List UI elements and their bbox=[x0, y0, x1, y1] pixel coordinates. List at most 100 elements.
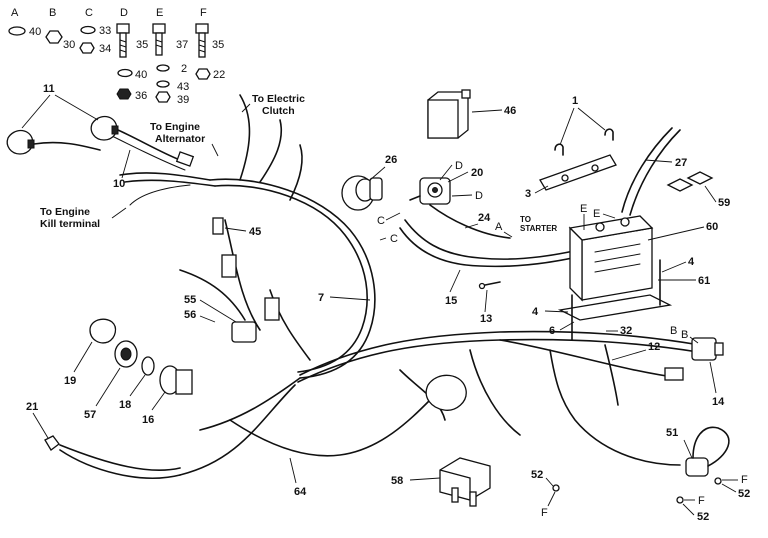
callout-4-right: 4 bbox=[688, 256, 695, 268]
clips-52 bbox=[552, 477, 722, 504]
battery-hold-down-3 bbox=[539, 154, 617, 191]
legend-col-e: E bbox=[156, 7, 163, 19]
to-electric-clutch-line1: To Electric bbox=[252, 93, 305, 105]
ref-f-b: F bbox=[741, 474, 748, 486]
callout-4-left: 4 bbox=[532, 306, 539, 318]
to-electric-clutch-line2: Clutch bbox=[262, 105, 295, 117]
hardware-legend: A B C D E F 40 30 33 34 35 bbox=[8, 7, 225, 106]
legend-item-2: 2 bbox=[181, 63, 187, 75]
legend-col-d: D bbox=[120, 7, 128, 19]
callout-1: 1 bbox=[572, 95, 578, 107]
legend-col-c: C bbox=[85, 7, 93, 19]
main-harness bbox=[59, 94, 701, 479]
callout-57: 57 bbox=[84, 409, 96, 421]
callout-11: 11 bbox=[43, 83, 55, 95]
callout-18: 18 bbox=[119, 399, 131, 411]
legend-item-22: 22 bbox=[213, 69, 225, 81]
to-engine-kill-line2: Kill terminal bbox=[40, 218, 100, 230]
callout-58: 58 bbox=[391, 475, 403, 487]
callout-14: 14 bbox=[712, 396, 725, 408]
ref-d-upper: D bbox=[455, 160, 463, 172]
callout-13: 13 bbox=[480, 313, 492, 325]
ref-f-a: F bbox=[541, 507, 548, 519]
nut-b-icon bbox=[45, 30, 63, 44]
legend-item-39: 39 bbox=[177, 94, 189, 106]
legend-col-b: B bbox=[49, 7, 56, 19]
washer-e-icon bbox=[156, 64, 170, 72]
lockwasher-e-icon bbox=[156, 80, 170, 88]
callout-16: 16 bbox=[142, 414, 154, 426]
relay-64-area bbox=[425, 374, 467, 411]
to-engine-kill-line1: To Engine bbox=[40, 206, 90, 218]
callout-46: 46 bbox=[504, 105, 516, 117]
cable-12 bbox=[604, 344, 619, 406]
battery-60 bbox=[568, 215, 654, 302]
legend-item-35-a: 35 bbox=[136, 39, 148, 51]
to-engine-alternator-line1: To Engine bbox=[150, 121, 200, 133]
callout-24: 24 bbox=[478, 212, 491, 224]
callout-64: 64 bbox=[294, 486, 307, 498]
callouts: 11 10 26 20 46 1 27 3 59 24 60 45 4 61 7… bbox=[21, 83, 750, 523]
ignition-switch-16 bbox=[159, 365, 193, 395]
callout-12: 12 bbox=[648, 341, 660, 353]
ref-c-upper: C bbox=[377, 215, 385, 227]
terminal-covers-59 bbox=[666, 171, 714, 192]
nut-e-icon bbox=[155, 91, 171, 103]
relay-55 bbox=[231, 297, 280, 343]
to-starter-line2: STARTER bbox=[520, 224, 557, 233]
legend-item-40-b: 40 bbox=[135, 69, 147, 81]
callout-52-c: 52 bbox=[697, 511, 709, 523]
callout-26: 26 bbox=[385, 154, 397, 166]
legend-item-37: 37 bbox=[176, 39, 188, 51]
bolt-e-icon bbox=[152, 23, 166, 56]
module-46 bbox=[427, 89, 471, 139]
callout-32: 32 bbox=[620, 325, 632, 337]
washer-18 bbox=[141, 356, 155, 376]
annotations: To Electric Clutch To Engine Alternator … bbox=[40, 93, 557, 233]
battery-hook-1 bbox=[554, 128, 614, 156]
callout-52-a: 52 bbox=[531, 469, 543, 481]
callout-20: 20 bbox=[471, 167, 483, 179]
legend-col-f: F bbox=[200, 7, 207, 19]
legend-col-a: A bbox=[11, 7, 19, 19]
callout-6: 6 bbox=[549, 325, 555, 337]
callout-45: 45 bbox=[249, 226, 261, 238]
letter-refs: D D C C A E E B B F F F bbox=[377, 160, 748, 519]
battery-tray-6 bbox=[557, 259, 673, 341]
legend-item-35-b: 35 bbox=[212, 39, 224, 51]
ref-c-lower: C bbox=[390, 233, 398, 245]
bolt-f-icon bbox=[195, 23, 209, 58]
callout-55: 55 bbox=[184, 294, 196, 306]
switch-nut-57 bbox=[114, 340, 138, 368]
callout-27: 27 bbox=[675, 157, 687, 169]
legend-item-30: 30 bbox=[63, 39, 75, 51]
legend-item-34: 34 bbox=[99, 43, 111, 55]
callout-56: 56 bbox=[184, 309, 196, 321]
callout-10: 10 bbox=[113, 178, 125, 190]
ref-e-left: E bbox=[580, 203, 587, 215]
callout-60: 60 bbox=[706, 221, 718, 233]
switch-14 bbox=[664, 337, 724, 381]
legend-item-36: 36 bbox=[135, 90, 147, 102]
ref-a: A bbox=[495, 221, 503, 233]
ref-e-right: E bbox=[593, 208, 600, 220]
ignition-switch-26 bbox=[341, 175, 383, 211]
callout-59: 59 bbox=[718, 197, 730, 209]
ref-b-left: B bbox=[670, 325, 677, 337]
ignition-key-19 bbox=[89, 318, 117, 344]
legend-item-43: 43 bbox=[177, 81, 189, 93]
ground-terminal-21 bbox=[44, 435, 60, 451]
washer-d-icon bbox=[117, 68, 133, 78]
callout-21: 21 bbox=[26, 401, 38, 413]
ref-f-c: F bbox=[698, 495, 705, 507]
legend-item-40: 40 bbox=[29, 26, 41, 38]
washer-a-icon bbox=[8, 26, 26, 36]
bolt-d-icon bbox=[116, 23, 130, 58]
connector-45 bbox=[212, 217, 237, 278]
nut-d-icon bbox=[116, 88, 132, 100]
legend-item-33: 33 bbox=[99, 25, 111, 37]
clip-13 bbox=[478, 281, 501, 290]
callout-52-b: 52 bbox=[738, 488, 750, 500]
to-engine-alternator-line2: Alternator bbox=[155, 133, 205, 145]
